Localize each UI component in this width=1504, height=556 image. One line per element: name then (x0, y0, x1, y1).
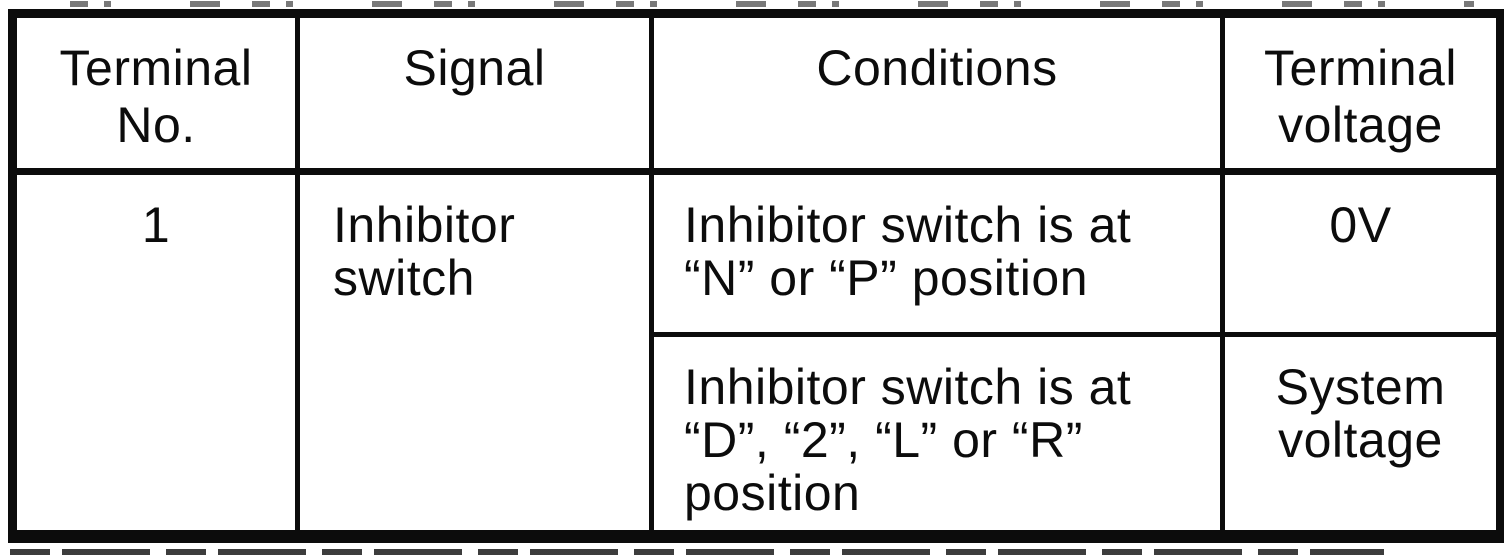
terminal-voltage-table: Terminal No. Signal Conditions Terminal … (8, 9, 1504, 543)
cell-terminal-no: 1 (10, 169, 300, 539)
scan-artifact-bottom (10, 549, 1384, 555)
table-row: 1 Inhibitor switch Inhibitor switch is a… (10, 169, 1503, 539)
table-row: Inhibitor switch is at “D”, “2”, “L” or … (13, 332, 1503, 539)
header-signal: Signal (295, 11, 654, 175)
scan-artifact-top (70, 1, 1474, 7)
header-conditions: Conditions (649, 11, 1225, 175)
header-terminal-no: Terminal No. (10, 11, 300, 175)
cell-condition-np: Inhibitor switch is at “N” or “P” positi… (649, 169, 1225, 337)
cell-condition-d2lr: Inhibitor switch is at “D”, “2”, “L” or … (649, 332, 1225, 539)
cell-signal: Inhibitor switch (295, 169, 654, 539)
cell-voltage-system: System voltage (1220, 332, 1503, 539)
table-header-row: Terminal No. Signal Conditions Terminal … (10, 11, 1503, 175)
cell-voltage-0v: 0V (1220, 169, 1503, 337)
header-terminal-voltage: Terminal voltage (1220, 11, 1503, 175)
